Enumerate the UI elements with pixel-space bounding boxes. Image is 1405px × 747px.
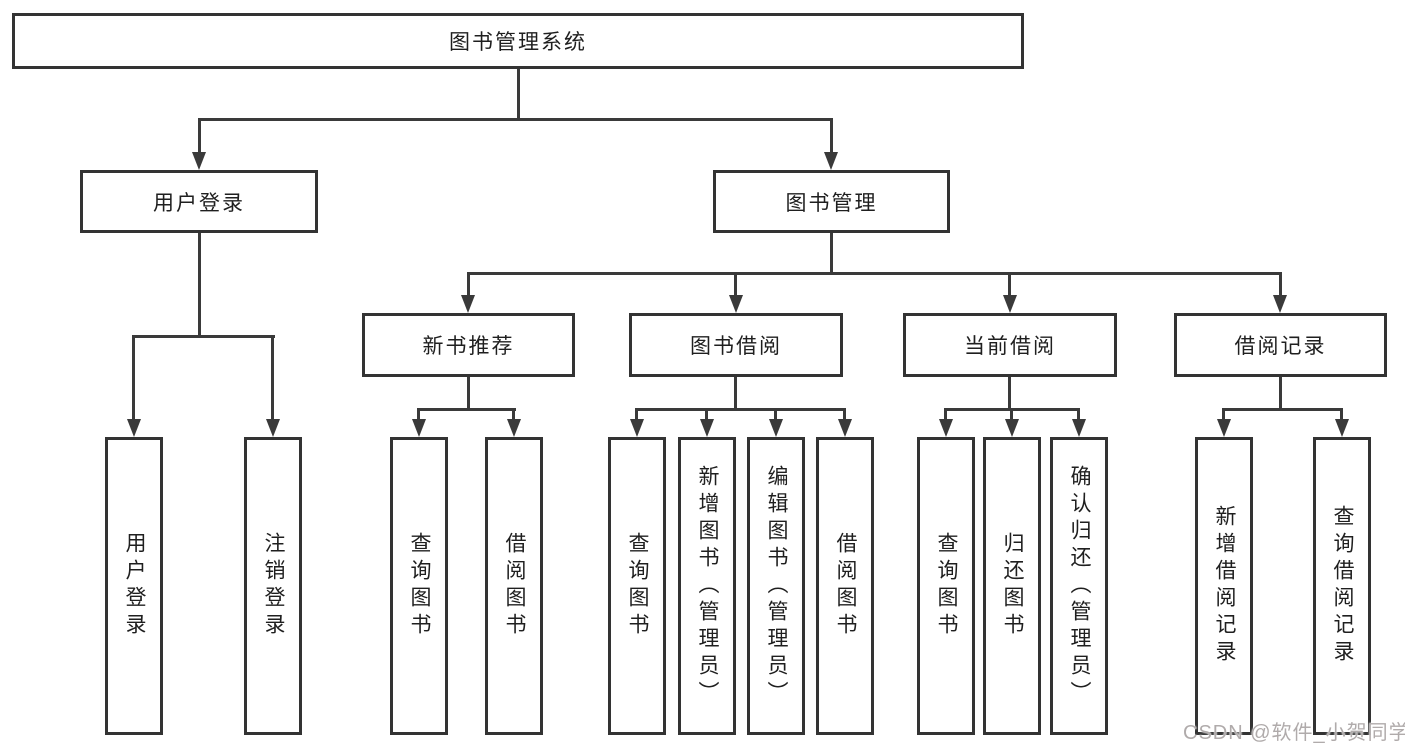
connector-line: [734, 272, 737, 297]
connector-line: [1222, 408, 1225, 421]
connector-line: [512, 408, 515, 421]
node-label: 图书管理系统: [449, 31, 587, 54]
arrow-down-icon: [1273, 295, 1287, 313]
node-label: 确认归还（管理员）: [1068, 464, 1091, 708]
connector-line: [843, 408, 846, 421]
connector-line: [198, 233, 201, 335]
connector-line: [467, 377, 470, 408]
connector-line: [132, 335, 275, 338]
arrow-down-icon: [824, 152, 838, 170]
arrow-down-icon: [1003, 295, 1017, 313]
arrow-down-icon: [1217, 419, 1231, 437]
connector-line: [635, 408, 638, 421]
connector-line: [517, 69, 520, 118]
node-label: 查询图书: [935, 532, 958, 640]
arrow-down-icon: [412, 419, 426, 437]
arrow-down-icon: [630, 419, 644, 437]
connector-line: [198, 118, 833, 121]
connector-line: [1077, 408, 1080, 421]
node-label: 新增图书（管理员）: [696, 464, 719, 708]
leaf-user-login: 用户登录: [105, 437, 163, 735]
node-label: 用户登录: [153, 191, 245, 215]
node-label: 借阅记录: [1234, 335, 1327, 358]
connector-line: [635, 408, 846, 411]
arrow-down-icon: [127, 419, 141, 437]
arrow-down-icon: [1335, 419, 1349, 437]
connector-line: [774, 408, 777, 421]
node-label: 查询图书: [408, 532, 431, 640]
arrow-down-icon: [700, 419, 714, 437]
connector-line: [1279, 272, 1282, 297]
connector-line: [1279, 377, 1282, 408]
arrow-down-icon: [192, 152, 206, 170]
node-library-management-system: 图书管理系统: [12, 13, 1024, 69]
leaf-newrec-query-books: 查询图书: [390, 437, 448, 735]
connector-line: [830, 233, 833, 274]
watermark: CSDN @软件_小贺同学: [1183, 722, 1405, 744]
leaf-current-return-books: 归还图书: [983, 437, 1041, 735]
node-label: 图书借阅: [690, 335, 782, 358]
node-label: 查询借阅记录: [1331, 505, 1354, 667]
node-new-book-recommendation: 新书推荐: [362, 313, 575, 377]
connector-line: [1010, 408, 1013, 421]
connector-line: [705, 408, 708, 421]
node-book-borrowing: 图书借阅: [629, 313, 843, 377]
node-label: 查询图书: [626, 532, 649, 640]
connector-line: [417, 408, 516, 411]
connector-line: [1008, 272, 1011, 297]
node-label: 图书管理: [785, 191, 878, 215]
connector-line: [1222, 408, 1343, 411]
connector-line: [944, 408, 947, 421]
arrow-down-icon: [769, 419, 783, 437]
connector-line: [467, 272, 470, 297]
leaf-records-add-record: 新增借阅记录: [1195, 437, 1253, 735]
leaf-borrow-edit-books-admin: 编辑图书（管理员）: [747, 437, 805, 735]
node-user-login: 用户登录: [80, 170, 318, 233]
node-borrowing-records: 借阅记录: [1174, 313, 1387, 377]
connector-line: [734, 377, 737, 408]
arrow-down-icon: [1005, 419, 1019, 437]
leaf-newrec-borrow-books: 借阅图书: [485, 437, 543, 735]
arrow-down-icon: [729, 295, 743, 313]
node-label: 当前借阅: [964, 335, 1056, 358]
connector-line: [830, 118, 833, 154]
node-label: 新书推荐: [422, 335, 515, 358]
leaf-borrow-borrow-books: 借阅图书: [816, 437, 874, 735]
node-label: 归还图书: [1001, 532, 1024, 640]
leaf-logout: 注销登录: [244, 437, 302, 735]
arrow-down-icon: [838, 419, 852, 437]
leaf-borrow-query-books: 查询图书: [608, 437, 666, 735]
node-label: 借阅图书: [834, 532, 857, 640]
node-current-borrowing: 当前借阅: [903, 313, 1117, 377]
leaf-current-confirm-return-admin: 确认归还（管理员）: [1050, 437, 1108, 735]
arrow-down-icon: [939, 419, 953, 437]
node-label: 借阅图书: [503, 532, 526, 640]
connector-line: [198, 118, 201, 154]
node-label: 编辑图书（管理员）: [765, 464, 788, 708]
node-book-management: 图书管理: [713, 170, 950, 233]
connector-line: [417, 408, 420, 421]
connector-line: [271, 335, 274, 421]
node-label: 用户登录: [123, 532, 146, 640]
connector-line: [1340, 408, 1343, 421]
node-label: 注销登录: [262, 532, 285, 640]
leaf-records-query-record: 查询借阅记录: [1313, 437, 1371, 735]
arrow-down-icon: [266, 419, 280, 437]
node-label: 新增借阅记录: [1213, 505, 1236, 667]
connector-line: [1008, 377, 1011, 408]
arrow-down-icon: [461, 295, 475, 313]
arrow-down-icon: [1072, 419, 1086, 437]
connector-line: [132, 335, 135, 421]
connector-line: [467, 272, 1282, 275]
leaf-borrow-add-books-admin: 新增图书（管理员）: [678, 437, 736, 735]
arrow-down-icon: [507, 419, 521, 437]
leaf-current-query-books: 查询图书: [917, 437, 975, 735]
